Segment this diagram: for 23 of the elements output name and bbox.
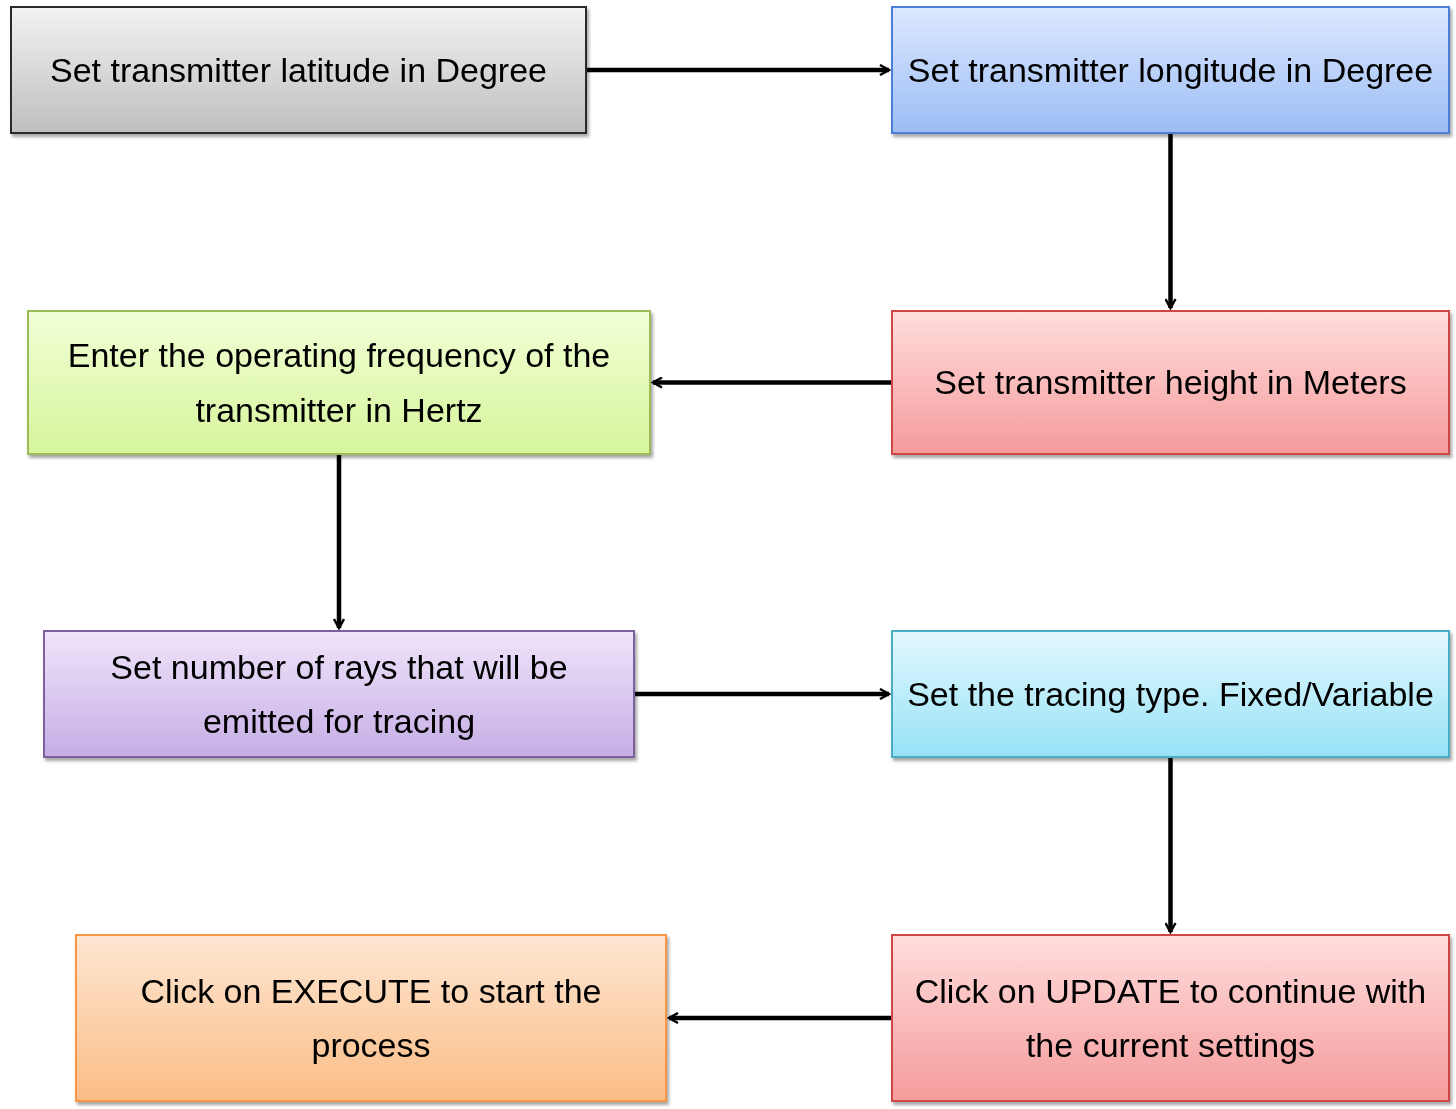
arrow [635, 687, 891, 701]
step-text: Set transmitter height in Meters [934, 362, 1407, 404]
step-text: Set the tracing type. Fixed/Variable [907, 673, 1434, 715]
process-box [27, 310, 651, 455]
process-box [891, 630, 1450, 758]
process-box [75, 934, 667, 1102]
process-box [891, 934, 1450, 1102]
arrow [651, 376, 891, 389]
arrow [1164, 758, 1177, 934]
step-text: Set transmitter longitude in Degree [907, 49, 1434, 91]
step-text: Set transmitter latitude in Degree [50, 49, 547, 91]
process-box [891, 6, 1450, 134]
step-text: Click on UPDATE to continue with the current settings [913, 970, 1428, 1066]
arrow [667, 1011, 891, 1025]
step-text: Enter the operating frequency of the transmitter in Hertz [66, 335, 612, 431]
step-text: Set number of rays that will be emitted for tracing [109, 646, 569, 742]
process-box [43, 630, 635, 758]
step-text: Click on EXECUTE to start the process [139, 970, 603, 1066]
arrow [332, 455, 346, 630]
arrow [587, 63, 891, 77]
process-box [891, 310, 1450, 455]
arrow [1164, 134, 1177, 310]
process-box [10, 6, 587, 134]
